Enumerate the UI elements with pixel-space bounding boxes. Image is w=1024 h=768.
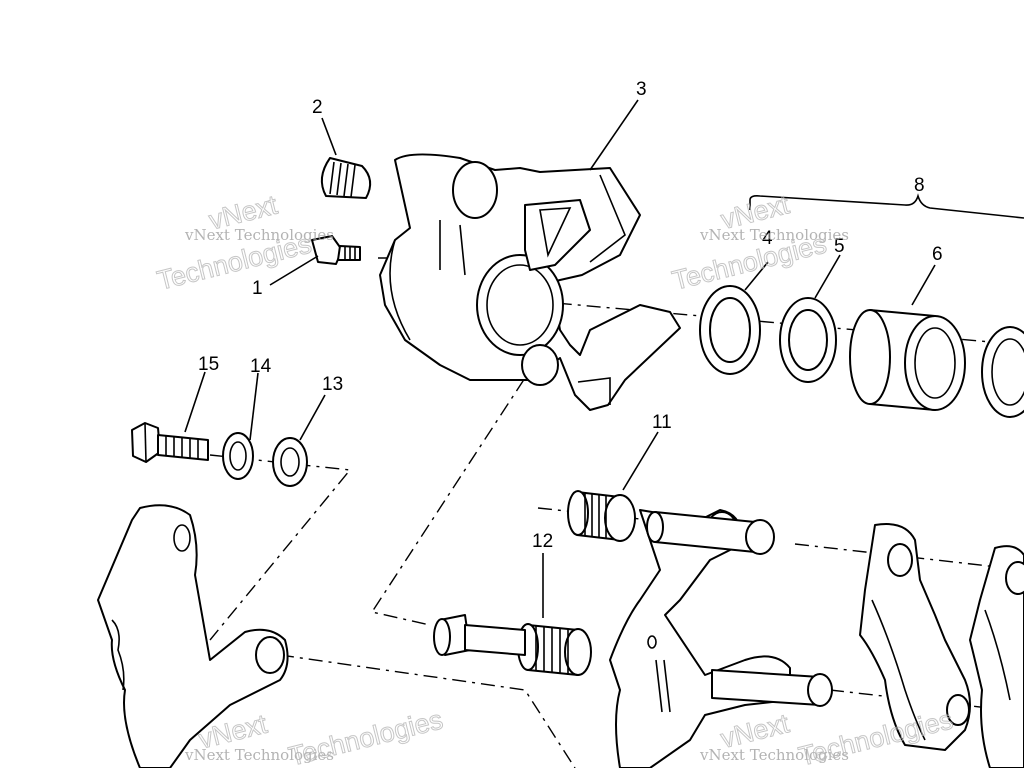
callout-12: 12 xyxy=(532,531,553,552)
brake-pad-part-2 xyxy=(969,545,1024,768)
callout-2: 2 xyxy=(312,97,323,118)
caliper-body-part xyxy=(379,153,681,411)
bleeder-screw-part xyxy=(311,235,361,265)
piston-part xyxy=(849,309,966,411)
callout-14: 14 xyxy=(250,356,272,377)
watermark-bottom-right: vNext vNext Technologies Technologies xyxy=(699,704,956,768)
svg-text:vNext Technologies: vNext Technologies xyxy=(184,226,334,244)
bleeder-cap-part xyxy=(320,157,372,199)
guide-pin-part xyxy=(433,614,526,656)
callout-4: 4 xyxy=(762,228,773,249)
callout-8: 8 xyxy=(914,175,925,196)
callout-13: 13 xyxy=(322,374,343,395)
callout-3: 3 xyxy=(636,79,647,100)
callout-labels: 2 3 1 4 5 6 8 11 12 13 14 15 xyxy=(198,79,943,552)
watermark-bottom-left: vNext vNext Technologies Technologies xyxy=(184,704,446,768)
svg-text:Technologies: Technologies xyxy=(286,704,446,768)
svg-text:vNext Technologies: vNext Technologies xyxy=(699,746,849,764)
left-bracket-part xyxy=(97,504,289,768)
callout-11: 11 xyxy=(652,412,672,433)
brake-pad-part-1 xyxy=(859,523,971,751)
svg-text:vNext Technologies: vNext Technologies xyxy=(699,226,849,244)
leader-lines xyxy=(184,99,1024,618)
seal-ring-part-5 xyxy=(779,297,837,383)
callout-6: 6 xyxy=(932,244,943,265)
support-bracket-part xyxy=(609,509,833,768)
svg-text:vNext Technologies: vNext Technologies xyxy=(184,746,334,764)
callout-1: 1 xyxy=(252,278,263,299)
seal-ring-part-4 xyxy=(699,285,761,375)
piston-edge-part xyxy=(981,326,1024,418)
watermark-left: vNext vNext Technologies Technologies xyxy=(154,189,334,296)
svg-text:Technologies: Technologies xyxy=(796,704,956,768)
bolt-part xyxy=(131,422,209,463)
lock-washer-part xyxy=(222,432,254,480)
flat-washer-part xyxy=(272,437,308,487)
spring-part-12 xyxy=(517,623,592,676)
callout-5: 5 xyxy=(834,236,845,257)
watermark-right: vNext vNext Technologies Technologies xyxy=(669,189,849,297)
spring-part-11 xyxy=(567,490,636,542)
callout-15: 15 xyxy=(198,354,219,375)
